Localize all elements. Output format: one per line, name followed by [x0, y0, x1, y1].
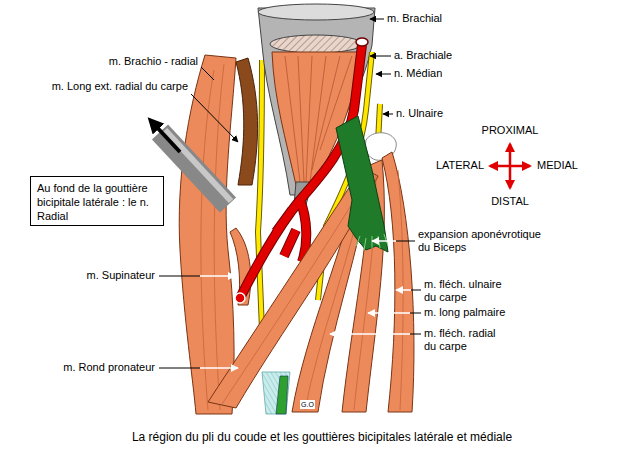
brachioradialis-muscle: [179, 55, 236, 414]
radial-nerve-outline: [258, 60, 262, 330]
part-label: m. long palmaire: [424, 306, 505, 319]
part-label: m. Brachial: [387, 12, 442, 25]
part-label: a. Brachiale: [394, 49, 452, 62]
leader-line: [410, 313, 421, 314]
flexor-carpi-ulnaris-muscle: [382, 152, 414, 412]
direction-label: LATERAL: [436, 159, 484, 172]
figure-caption: La région du pli du coude et les gouttiè…: [132, 430, 512, 444]
deep-tissue: [262, 372, 290, 414]
leader-line: [372, 240, 396, 242]
leader-line: [396, 241, 415, 242]
note-box: Au fond de la gouttière bicipitale latér…: [30, 176, 164, 226]
note-text: Au fond de la gouttière bicipitale latér…: [37, 181, 159, 223]
part-label: n. Ulnaire: [396, 107, 443, 120]
leader-line: [159, 368, 200, 369]
direction-label: MEDIAL: [537, 159, 578, 172]
bicipital-aponeurosis: [336, 116, 388, 252]
aponeurosis-fringe: [356, 234, 388, 250]
leader-line: [411, 290, 421, 291]
leader-line: [410, 334, 421, 335]
retractor-highlight: [165, 130, 231, 201]
leader-line: [370, 56, 391, 57]
direction-label: PROXIMAL: [482, 124, 539, 137]
leader-line: [200, 275, 235, 277]
artery-cut: [356, 38, 368, 46]
direction-label: DISTAL: [491, 195, 529, 208]
part-label: m. fléch. radial du carpe: [424, 327, 508, 353]
muscle-fibers: [285, 56, 352, 182]
part-label: n. Médian: [394, 67, 442, 80]
orientation-arrow: [490, 165, 530, 168]
leader-line: [191, 94, 238, 142]
part-label: m. Brachio - radial: [109, 55, 198, 68]
artery-end: [235, 293, 245, 303]
part-label: m. fléch. ulnaire du carpe: [424, 278, 508, 304]
radial-nerve: [258, 60, 262, 330]
brachialis-cut: [270, 35, 362, 53]
leader-line: [330, 333, 410, 335]
leader-line: [383, 114, 393, 115]
part-label: m. Supinateur: [87, 269, 155, 282]
traction-arrow: [152, 122, 180, 152]
leader-line: [200, 367, 238, 369]
biceps-cut: [258, 4, 374, 20]
leader-line: [368, 312, 410, 314]
leader-line: [370, 19, 384, 20]
part-label: m. Long ext. radial du carpe: [52, 80, 188, 93]
part-label: m. Rond pronateur: [63, 361, 155, 374]
leader-line: [159, 276, 200, 277]
leader-line: [396, 289, 411, 291]
leader-line: [376, 74, 391, 75]
extensor-carpi-radialis-muscle: [236, 58, 258, 185]
leader-line: [201, 67, 214, 80]
part-label: expansion aponévrotique du Biceps: [418, 228, 550, 254]
signature: G.O: [300, 400, 315, 409]
deep-tendon: [276, 376, 288, 414]
